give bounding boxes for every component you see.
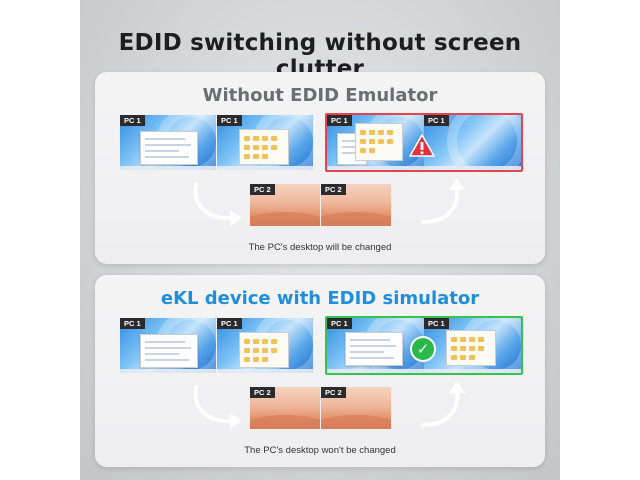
pc1-screen: PC 1 (217, 115, 313, 170)
app-window (140, 334, 198, 368)
panel-caption: The PC's desktop won't be changed (244, 445, 396, 456)
panel-title: eKL device with EDID simulator (160, 288, 480, 309)
pc1-label: PC 1 (424, 318, 449, 329)
pc1-screen: PC 1 (424, 318, 521, 373)
pc1-label: PC 1 (424, 115, 449, 126)
curved-arrow-icon (193, 182, 242, 226)
pc1-screen: PC 1 (217, 318, 313, 373)
pc1-label: PC 1 (120, 115, 145, 126)
infographic: EDID switching without screen clutter Wi… (80, 0, 560, 480)
pc1-screen: PC 1 (424, 115, 521, 170)
warning-icon (409, 134, 435, 157)
pc1-label: PC 1 (327, 115, 352, 126)
changed-desktop-frame (325, 113, 523, 172)
panel-title: Without EDID Emulator (202, 85, 438, 106)
pc1-label: PC 1 (217, 115, 242, 126)
pc2-label: PC 2 (250, 387, 275, 398)
pc2-screen: PC 2 (250, 184, 320, 226)
app-window (446, 330, 496, 366)
page-title: EDID switching without screen clutter (118, 30, 522, 82)
check-icon: ✓ (412, 338, 434, 360)
pc1-label: PC 1 (217, 318, 242, 329)
pc1-screen: PC 1 (120, 115, 216, 170)
pc2-screen: PC 2 (250, 387, 320, 429)
panel-without-emulator: Without EDID Emulator PC 1 PC 1 (95, 72, 545, 264)
curved-arrow-icon (421, 381, 465, 427)
app-window (239, 332, 289, 368)
pc1-screen: PC 1 (327, 115, 424, 170)
app-window (345, 332, 403, 366)
app-window (140, 131, 198, 165)
pc1-screen: PC 1 (120, 318, 216, 373)
pc2-screen: PC 2 (321, 184, 391, 226)
panel-with-emulator: eKL device with EDID simulator PC 1 PC 1 (95, 275, 545, 467)
curved-arrow-icon (421, 178, 465, 224)
curved-arrow-icon (193, 385, 242, 429)
pc1-label: PC 1 (120, 318, 145, 329)
app-window (355, 123, 403, 161)
pc2-label: PC 2 (321, 184, 346, 195)
unchanged-desktop-frame (325, 316, 523, 375)
pc1-screen: PC 1 (327, 318, 424, 373)
pc2-label: PC 2 (250, 184, 275, 195)
app-window (239, 129, 289, 165)
pc2-screen: PC 2 (321, 387, 391, 429)
pc1-label: PC 1 (327, 318, 352, 329)
pc2-label: PC 2 (321, 387, 346, 398)
panel-caption: The PC's desktop will be changed (248, 242, 392, 253)
